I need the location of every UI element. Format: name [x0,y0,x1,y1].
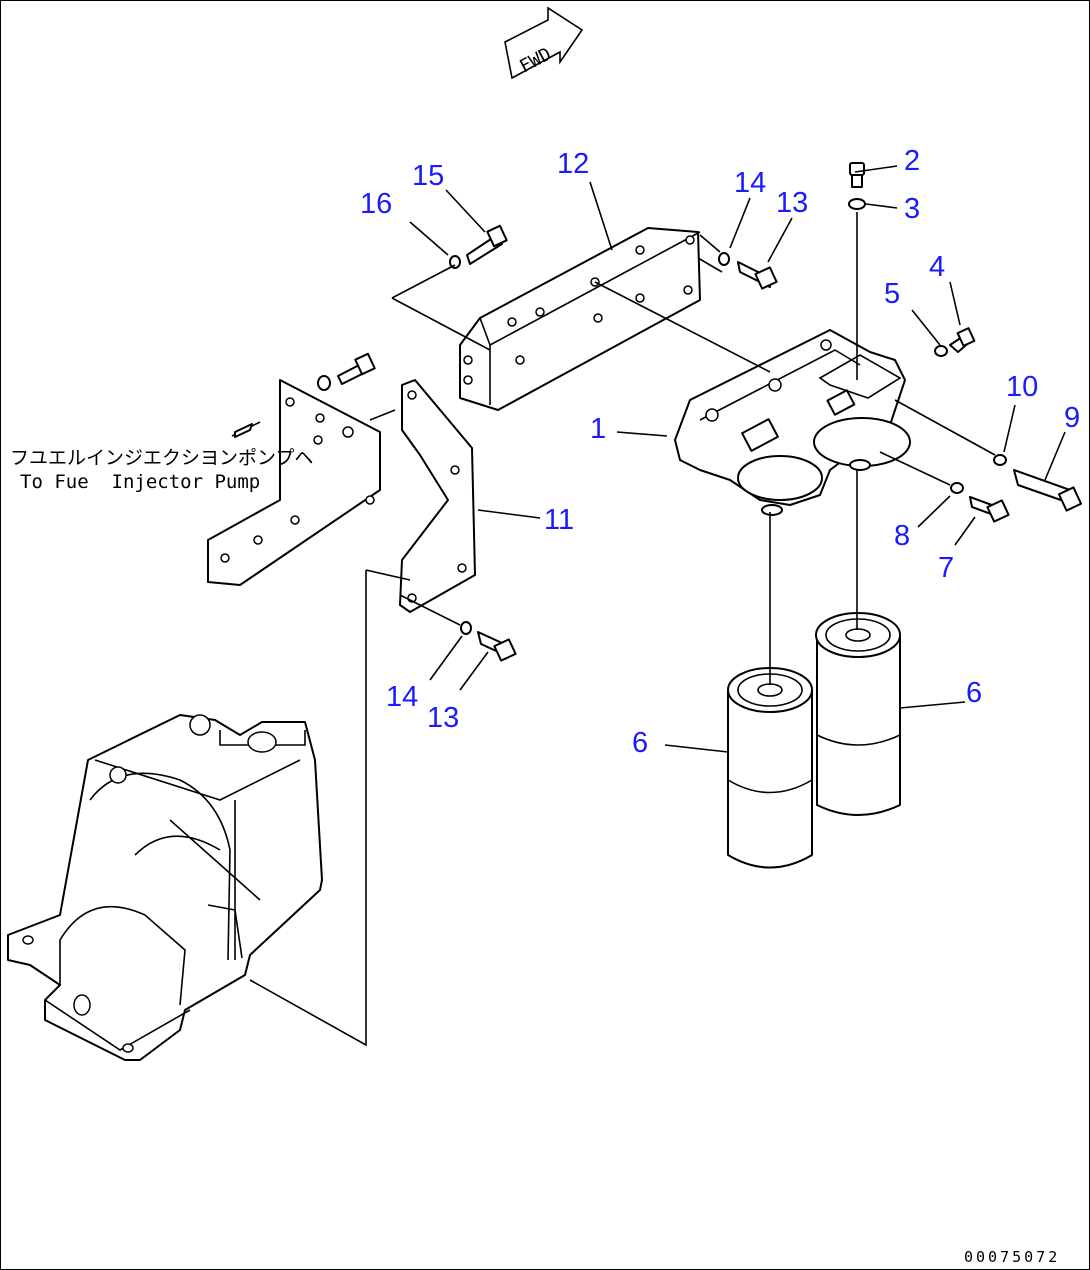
callout-labels: 1 2 3 4 5 6 6 7 8 9 10 11 12 13 13 14 14… [360,145,1080,759]
bolt-hole [457,563,467,573]
bolt-hole [683,285,693,295]
filter-cartridge-left [727,667,813,869]
bolt-hole [285,397,295,407]
bracket-part-11 [399,379,476,613]
leader-lines [231,165,1066,1047]
bolt-hole [463,375,473,385]
bolt-hole [450,465,460,475]
callout-13-bottom: 13 [427,702,459,734]
callout-7: 7 [938,552,954,584]
callout-6-left: 6 [632,727,648,759]
callout-13-top: 13 [776,187,808,219]
callout-5: 5 [884,278,900,310]
callout-10: 10 [1006,371,1038,403]
note-english: To Fue Injector Pump [20,471,260,493]
callout-6-right: 6 [966,677,982,709]
note-japanese: フユエルインジエクシヨンポンプヘ [10,447,313,469]
bolt-hole [685,235,695,245]
bolt-hole [635,245,645,255]
callout-14-bottom: 14 [386,681,418,713]
bolt-hole [593,313,603,323]
bolt-hole [220,553,230,563]
drawing-code: 00075072 [964,1248,1060,1266]
bolt-hole [290,515,300,525]
filter-seat [737,455,823,501]
bolt-hole [253,535,263,545]
bolt-hole [342,426,354,438]
port-hole [820,339,832,351]
filter-cartridge-right [815,612,901,816]
callout-3: 3 [904,193,920,225]
bolt-hole [515,355,525,365]
bolt-hole [535,307,545,317]
fwd-direction-marker: FWD [504,6,584,80]
bolt-hole [365,495,375,505]
callout-15: 15 [412,160,444,192]
port-hole [705,408,719,422]
mounting-plate [207,379,381,586]
port-hole [768,378,782,392]
callout-2: 2 [904,145,920,177]
fuel-injection-pump [7,714,323,1061]
bolt-hole [315,413,325,423]
callout-4: 4 [929,251,945,283]
bolt-hole [463,355,473,365]
callout-9: 9 [1064,402,1080,434]
hardware [317,162,1083,662]
bolt-hole [407,390,417,400]
callout-16: 16 [360,188,392,220]
bolt-hole [635,293,645,303]
callout-8: 8 [894,520,910,552]
bolt-hole [313,435,323,445]
callout-11: 11 [544,504,574,536]
bracket-part-12 [459,227,701,411]
bolt-hole [507,317,517,327]
filter-head-part-1 [674,329,911,516]
callout-14-top: 14 [734,167,766,199]
callout-12: 12 [557,148,589,180]
callout-1: 1 [590,413,606,445]
